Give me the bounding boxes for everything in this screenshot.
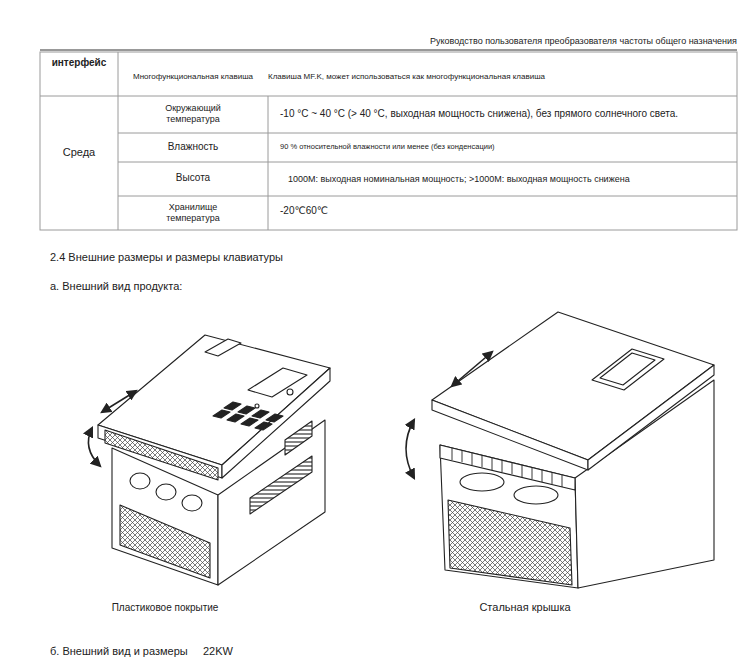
figure-caption: Пластиковое покрытие (100, 602, 230, 615)
figure-caption: Стальная крышка (460, 601, 590, 615)
table-cell: Клавиша MF.K, может использоваться как м… (268, 72, 733, 82)
table-cell: -20℃60℃ (280, 205, 732, 218)
rotation-arrows (88, 391, 136, 466)
table-cell: Высота (118, 172, 268, 185)
table-cell: Окружающий температура (148, 103, 238, 126)
header-rule (40, 50, 737, 51)
table-cell: Многофункциональная клавиша (118, 72, 268, 82)
table-cell: Среда (40, 146, 118, 160)
section-heading: 2.4 Внешние размеры и размеры клавиатуры (50, 251, 550, 265)
table-cell: Хранилище температура (148, 202, 238, 225)
table-cell: интерфейс (40, 57, 118, 70)
spec-table (40, 52, 737, 230)
rotation-arrows (406, 352, 492, 478)
plastic-drive-drawing (98, 335, 330, 585)
table-cell: 1000M: выходная номинальная мощность; >1… (288, 174, 732, 185)
table-cell: 90 % относительной влажности или менее (… (280, 142, 732, 151)
running-header: Руководство пользователя преобразователя… (300, 36, 737, 47)
table-cell: Влажность (118, 141, 268, 154)
subheading: 22KW (203, 645, 263, 659)
steel-drive-drawing (432, 312, 714, 588)
subheading: б. Внешний вид и размеры (50, 645, 200, 659)
table-cell: -10 °C ~ 40 °C (> 40 °C, выходная мощнос… (280, 108, 732, 121)
subheading: а. Внешний вид продукта: (50, 280, 450, 294)
